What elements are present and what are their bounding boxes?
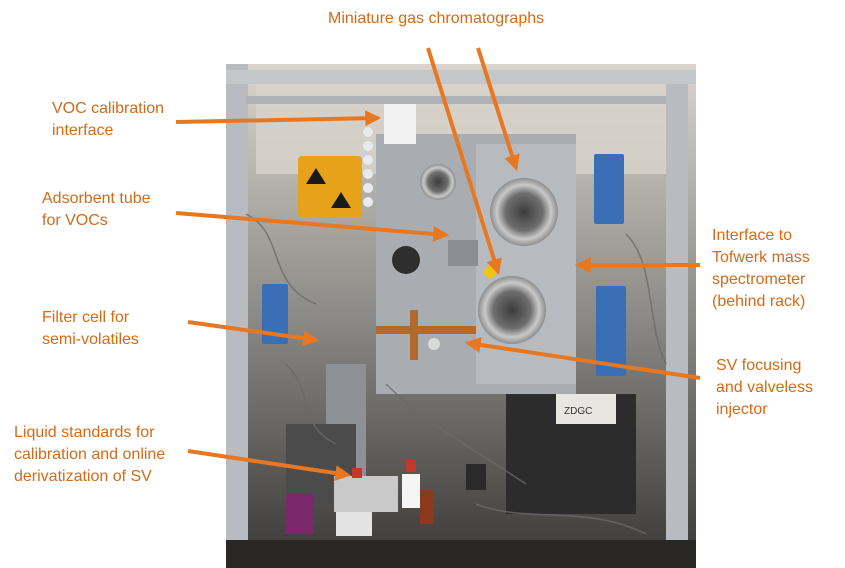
arrow-voc-interface: [175, 110, 382, 127]
frame-right: [666, 74, 688, 568]
label-gas-chromatographs: Miniature gas chromatographs: [328, 10, 545, 27]
gc-column-lower: [478, 276, 546, 344]
arrow-liquid-standards: [187, 449, 352, 482]
photo-tag-text: ZDGC: [564, 406, 592, 417]
voc-fittings: [363, 127, 373, 207]
terminal-blocks: [262, 154, 626, 376]
arrow-filter-cell: [187, 320, 320, 347]
arrow-gc-upper: [476, 47, 520, 172]
label-tofwerk-interface: Interface to Tofwerk mass spectrometer (…: [712, 227, 810, 310]
arrow-adsorbent: [175, 211, 450, 242]
label-liquid-standards: Liquid standards for calibration and onl…: [14, 424, 166, 485]
voc-interface-block: [384, 104, 416, 144]
arrow-sv-focusing: [464, 336, 701, 380]
frame-left: [226, 64, 248, 568]
frame-top: [226, 70, 696, 84]
label-sv-focusing: SV focusing and valveless injector: [716, 357, 813, 418]
label-adsorbent-tube: Adsorbent tube for VOCs: [42, 190, 151, 229]
label-voc-calibration-interface: VOC calibration interface: [52, 100, 165, 139]
label-filter-cell: Filter cell for semi-volatiles: [42, 309, 139, 348]
arrow-gc-lower: [426, 47, 502, 276]
gc-column-upper: [490, 178, 558, 246]
liquid-standard-vials: [334, 460, 486, 524]
sv-focusing-copper: [376, 326, 476, 334]
photo-tag-label: [556, 394, 616, 424]
